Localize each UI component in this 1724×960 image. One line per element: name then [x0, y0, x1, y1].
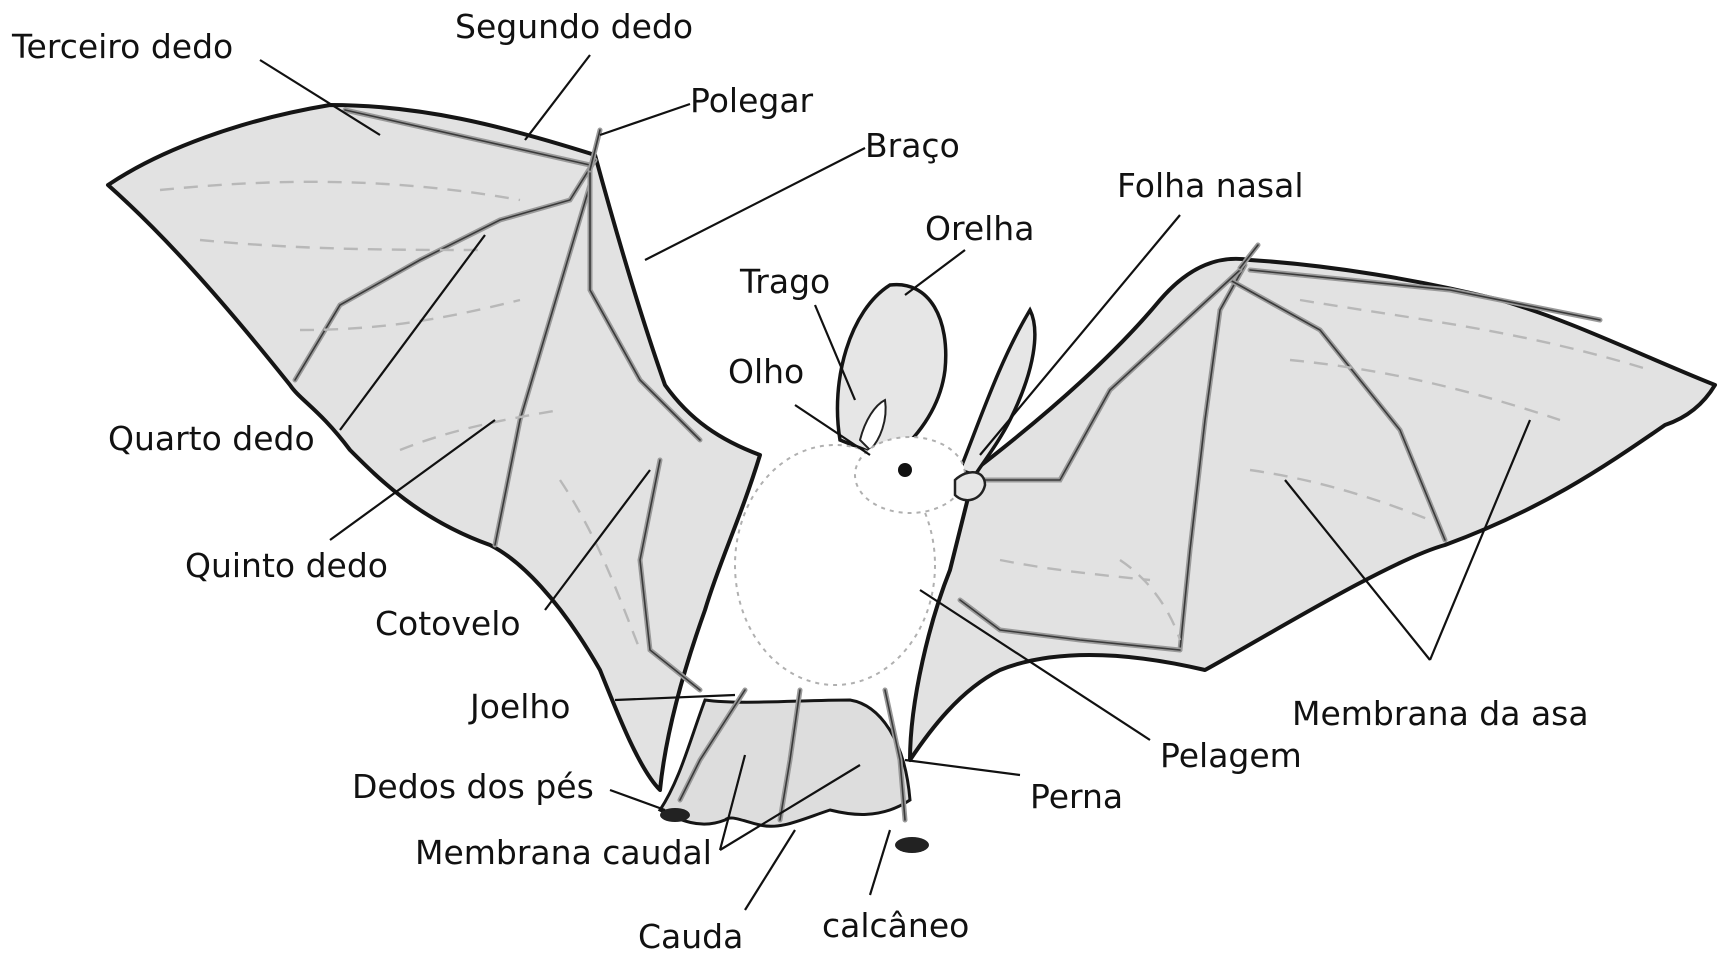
label-segundo-dedo: Segundo dedo [455, 7, 693, 46]
label-calcaneo: calcâneo [822, 906, 969, 945]
label-terceiro-dedo: Terceiro dedo [11, 27, 233, 66]
label-olho: Olho [728, 352, 804, 391]
left-ear [837, 285, 945, 460]
nose-leaf [955, 472, 985, 500]
eye [898, 463, 912, 477]
label-cotovelo: Cotovelo [375, 604, 521, 643]
label-dedos-dos-pes: Dedos dos pés [352, 767, 594, 806]
label-membrana-caudal: Membrana caudal [415, 833, 712, 872]
label-joelho: Joelho [468, 687, 571, 726]
label-cauda: Cauda [638, 917, 743, 955]
label-trago: Trago [739, 262, 830, 301]
label-quarto-dedo: Quarto dedo [108, 419, 315, 458]
label-perna: Perna [1030, 777, 1123, 816]
head [855, 437, 965, 513]
label-pelagem: Pelagem [1160, 736, 1302, 775]
right-foot [895, 837, 929, 853]
label-quinto-dedo: Quinto dedo [185, 546, 388, 585]
label-membrana-da-asa: Membrana da asa [1292, 694, 1589, 733]
label-folha-nasal: Folha nasal [1117, 166, 1304, 205]
label-polegar: Polegar [690, 81, 814, 120]
label-braco: Braço [865, 126, 960, 165]
label-orelha: Orelha [925, 209, 1034, 248]
